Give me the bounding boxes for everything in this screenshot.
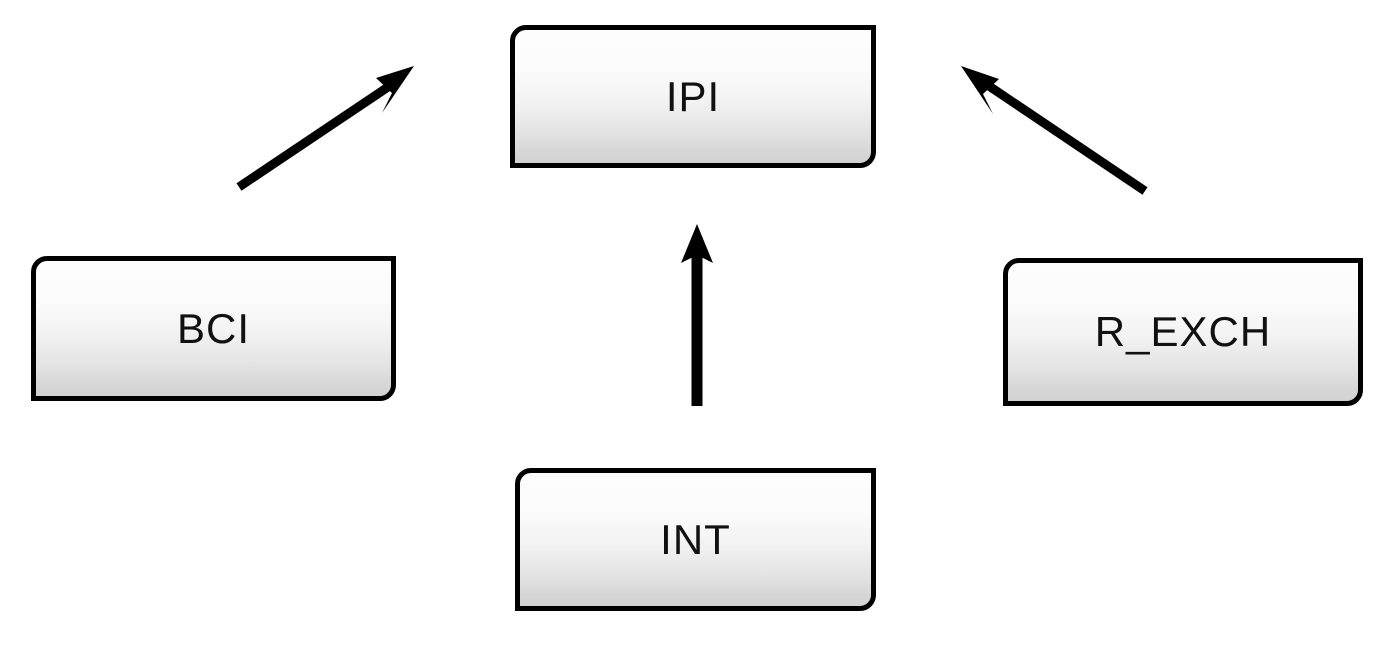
node-r-exch-label: R_EXCH xyxy=(1094,308,1272,355)
node-r-exch[interactable]: R_EXCH xyxy=(1003,258,1363,406)
node-ipi[interactable]: IPI xyxy=(510,25,876,168)
edge-int-to-ipi xyxy=(681,224,713,406)
node-bci[interactable]: BCI xyxy=(31,256,396,401)
edge-bci-to-ipi xyxy=(236,66,414,191)
node-bci-label: BCI xyxy=(176,304,250,352)
node-int-label: INT xyxy=(660,515,731,563)
edge-rexch-to-ipi xyxy=(961,66,1148,195)
node-ipi-label: IPI xyxy=(665,72,721,120)
node-int[interactable]: INT xyxy=(515,468,876,611)
